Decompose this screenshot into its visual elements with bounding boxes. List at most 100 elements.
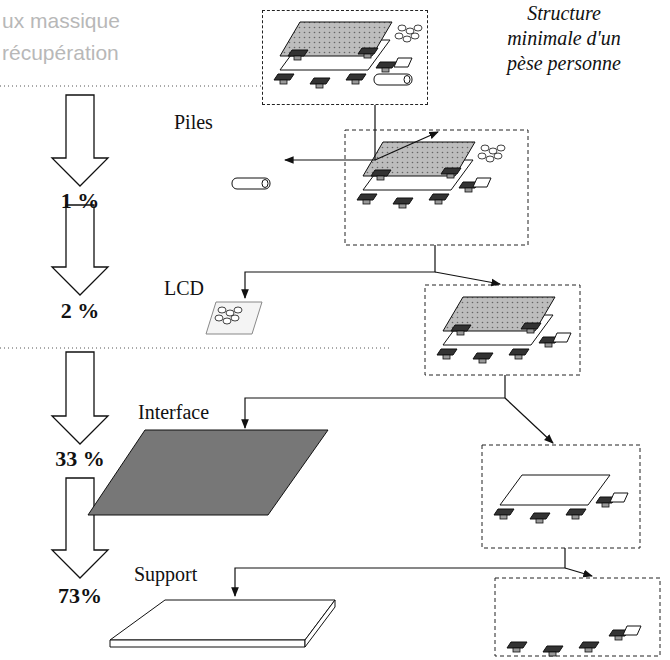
leader-line xyxy=(245,245,435,298)
sensor-foot xyxy=(515,355,522,359)
lcd-segment xyxy=(395,33,403,39)
leader-line xyxy=(235,548,565,596)
lcd-part xyxy=(206,302,262,334)
percentage: 1 % xyxy=(30,188,130,214)
sensor-foot xyxy=(274,74,294,80)
lcd-segment xyxy=(494,153,502,159)
leader-line xyxy=(435,272,500,284)
lcd-segment xyxy=(223,318,231,324)
interface-plate xyxy=(363,142,475,176)
sensor-foot xyxy=(509,349,529,355)
sensor-foot xyxy=(377,176,384,180)
scale-assembly xyxy=(482,445,640,548)
sensor-foot xyxy=(500,515,507,519)
lcd-segment xyxy=(497,145,505,151)
interface-part xyxy=(88,430,328,515)
sensor-foot xyxy=(280,80,287,84)
lcd-label: LCD xyxy=(158,276,264,340)
scale-structure: Structure minimale d'un pèse personne xyxy=(262,10,428,105)
flow-connector xyxy=(285,105,375,160)
sensor-foot xyxy=(513,648,520,652)
support-part xyxy=(305,600,335,647)
lcd-segment xyxy=(486,156,494,162)
sensor-foot xyxy=(435,200,442,204)
sensor-foot xyxy=(457,331,464,335)
hollow-arrow xyxy=(52,95,108,186)
faded-heading: ux massique xyxy=(2,8,120,33)
sensor-foot xyxy=(566,509,586,515)
lcd-segment xyxy=(234,307,242,313)
sensor-foot xyxy=(451,325,471,331)
lcd-segment xyxy=(403,36,411,42)
sensor-foot xyxy=(310,78,330,84)
part-name: Piles xyxy=(174,110,213,134)
interface-plate xyxy=(443,297,555,331)
sensor-foot xyxy=(294,56,301,60)
sensor-foot xyxy=(615,636,622,640)
sensor-foot xyxy=(429,194,449,200)
support-part xyxy=(110,600,335,640)
sensor-foot xyxy=(572,515,579,519)
leader-line xyxy=(505,398,553,443)
sensor-foot xyxy=(346,74,366,80)
sensor-foot xyxy=(521,323,541,329)
hollow-arrow xyxy=(52,478,108,578)
sensor-foot xyxy=(465,188,472,192)
lcd-part xyxy=(206,302,262,334)
dotted-separator xyxy=(0,86,262,87)
electronics-card xyxy=(610,493,628,502)
stage-frame xyxy=(345,130,528,245)
lcd-segment xyxy=(411,33,419,39)
battery xyxy=(374,74,412,85)
sensor-foot xyxy=(399,204,406,208)
part-name: LCD xyxy=(164,276,204,300)
part-name: Support xyxy=(134,562,197,586)
electronics-card xyxy=(623,626,641,635)
sensor-foot xyxy=(352,80,359,84)
lcd-segment xyxy=(215,315,223,321)
sensor-foot xyxy=(507,642,527,648)
part-name: Interface xyxy=(138,400,209,424)
dotted-separator xyxy=(0,348,392,349)
sensor-foot xyxy=(364,54,371,58)
sensor-foot xyxy=(527,329,534,333)
sensor-foot xyxy=(543,646,563,652)
heading-text: Structure minimale d'un pèse personne xyxy=(489,1,639,76)
sensor-foot xyxy=(376,62,396,68)
sensor-foot xyxy=(288,50,308,56)
support-plate xyxy=(500,475,610,505)
support-part xyxy=(110,640,305,647)
battery xyxy=(262,180,268,188)
electronics-card xyxy=(553,333,571,342)
leader-line xyxy=(375,132,438,160)
hollow-arrow xyxy=(52,205,108,295)
hollow-arrow xyxy=(52,352,108,444)
percentage: 73% xyxy=(30,583,130,609)
leader-line xyxy=(565,568,592,576)
sensor-foot xyxy=(602,503,609,507)
sensor-foot xyxy=(447,174,454,178)
lcd-segment xyxy=(414,25,422,31)
sensor-foot xyxy=(437,349,457,355)
support-label: Support xyxy=(104,572,340,652)
scale-assembly xyxy=(274,22,422,88)
sensor-foot xyxy=(549,652,556,656)
sensor-foot xyxy=(371,170,391,176)
leader-line xyxy=(245,375,505,428)
stage-frame xyxy=(425,285,580,375)
scale-assembly xyxy=(495,578,660,656)
sensor-foot xyxy=(473,353,493,359)
electronics-card xyxy=(473,178,491,187)
sensor-foot xyxy=(479,359,486,363)
sensor-foot xyxy=(357,194,377,200)
lcd-segment xyxy=(231,315,239,321)
sensor-foot xyxy=(441,168,461,174)
sensor-foot xyxy=(585,648,592,652)
lcd-segment xyxy=(398,25,406,31)
sensor-foot xyxy=(530,513,550,519)
sensor-foot xyxy=(494,509,514,515)
percentage: 33 % xyxy=(30,446,130,472)
interface-plate xyxy=(280,22,392,56)
sensor-foot xyxy=(358,48,378,54)
